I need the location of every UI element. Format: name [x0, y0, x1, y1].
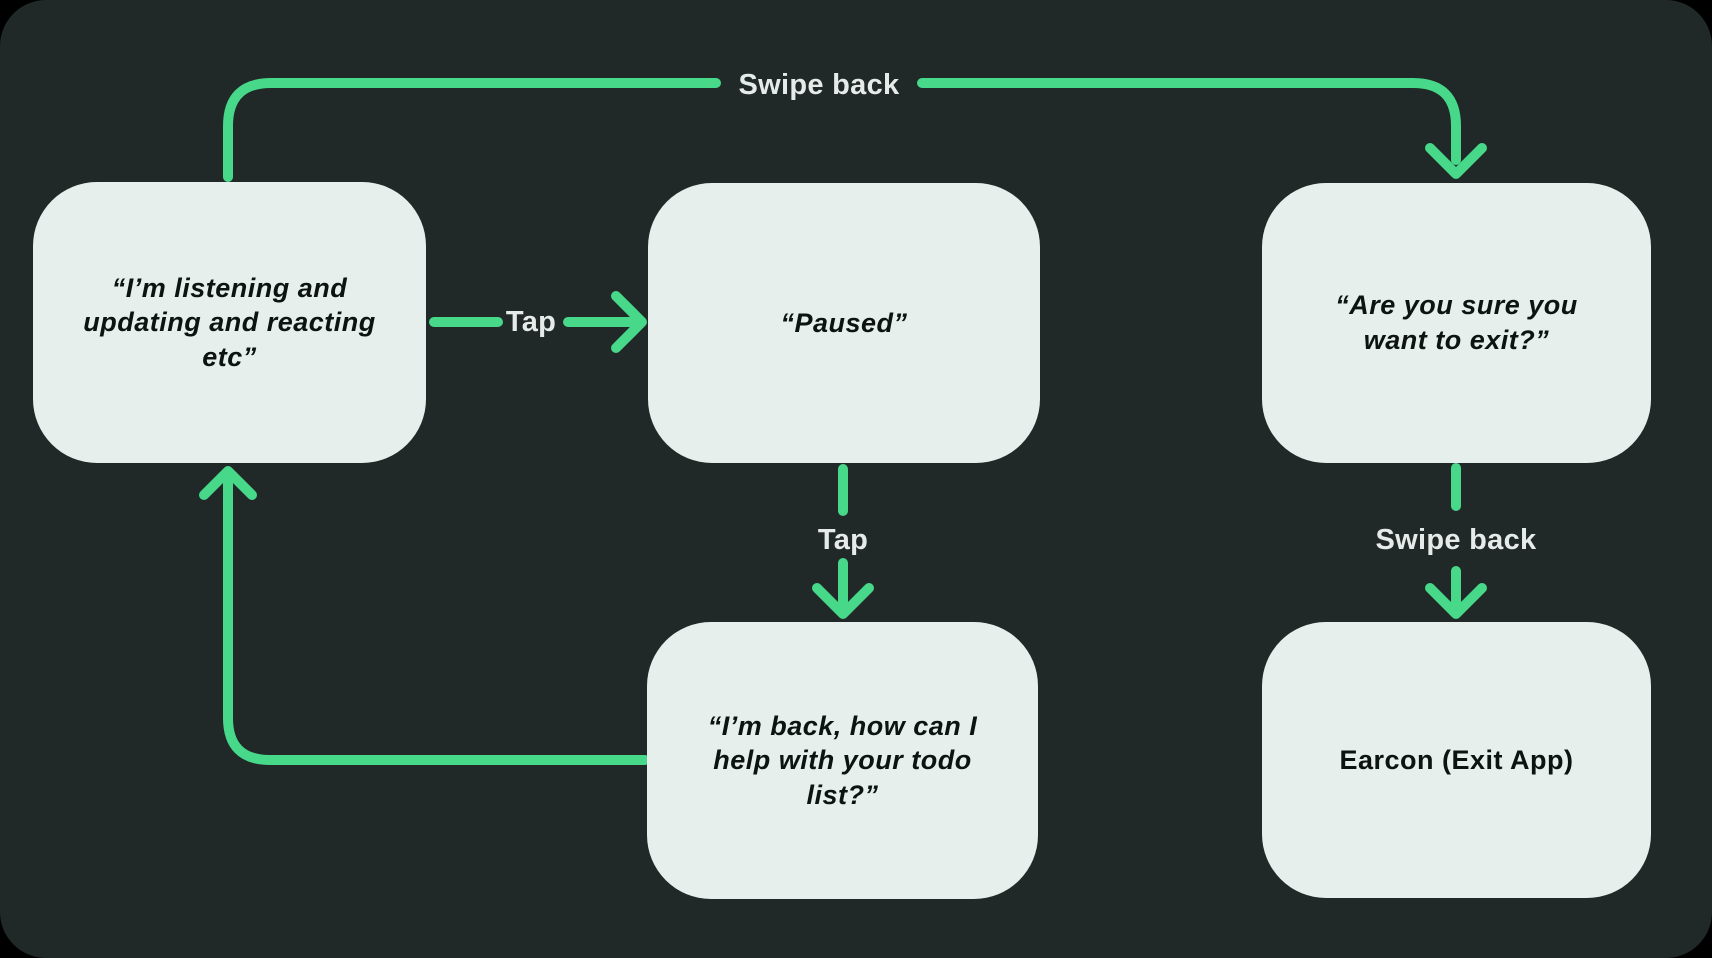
node-confirm-exit-text: “Are you sure you want to exit?”: [1335, 290, 1578, 355]
node-paused-text: “Paused”: [780, 307, 908, 338]
edge-label-tap-middle: Tap: [817, 524, 869, 556]
edge-swipe-back-vertical: [1425, 463, 1487, 619]
node-confirm-exit: “Are you sure you want to exit?”: [1262, 183, 1651, 463]
edge-line: [917, 78, 1461, 165]
node-back-from-pause-text: “I’m back, how can I help with your todo…: [707, 710, 978, 810]
arrowhead-right-icon: [611, 291, 647, 353]
edge-label-swipe-back-top: Swipe back: [738, 69, 900, 101]
node-paused: “Paused”: [648, 183, 1040, 463]
node-listening: “I’m listening and updating and reacting…: [33, 182, 426, 463]
edge-line: [223, 78, 721, 182]
edge-label-tap-left: Tap: [505, 306, 557, 338]
edge-tap-horizontal: [429, 291, 647, 353]
arrowhead-down-icon: [1425, 143, 1487, 179]
edge-label-swipe-back-right: Swipe back: [1375, 524, 1537, 556]
node-back-from-pause: “I’m back, how can I help with your todo…: [647, 622, 1038, 899]
arrowhead-up-icon: [199, 466, 257, 500]
edge-line: [223, 469, 650, 765]
node-earcon-exit-app: Earcon (Exit App): [1262, 622, 1651, 898]
arrowhead-down-icon: [1425, 583, 1487, 619]
edge-swipe-back-top: [223, 78, 1487, 182]
arrowhead-down-icon: [812, 583, 874, 619]
node-earcon-exit-app-text: Earcon (Exit App): [1339, 744, 1574, 775]
edge-loop-back: [199, 466, 650, 765]
node-listening-text: “I’m listening and updating and reacting…: [83, 272, 376, 372]
edge-tap-vertical: [812, 464, 874, 619]
